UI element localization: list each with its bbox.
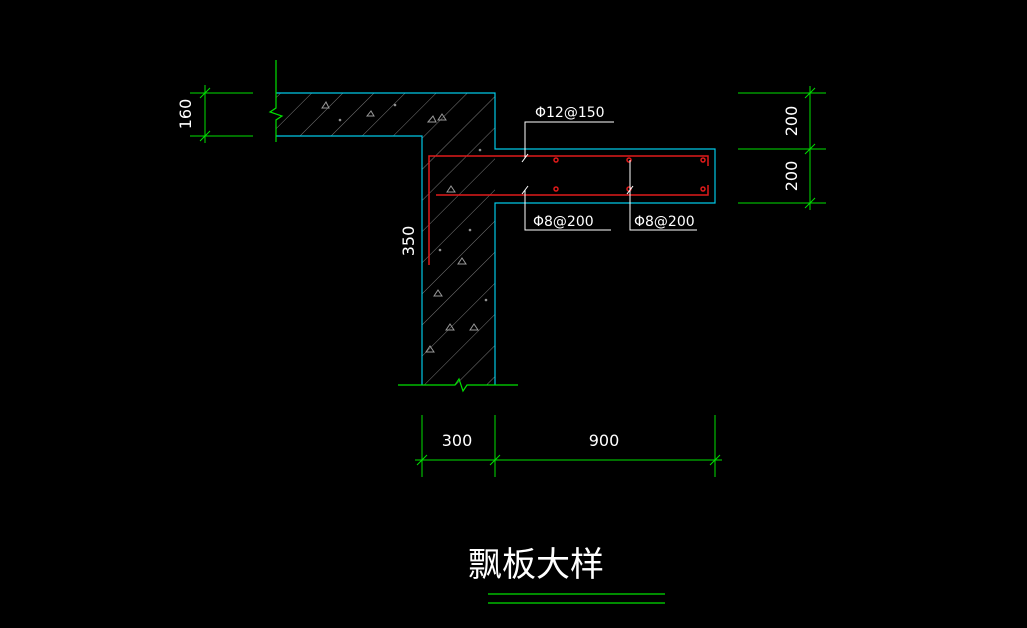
concrete-outline — [276, 92, 716, 385]
concrete-body — [276, 93, 495, 385]
slab-break-line — [268, 60, 284, 142]
rebar-label-bottom-right: Φ8@200 — [634, 214, 695, 230]
aggregate-marks — [321, 101, 488, 353]
distribution-bars — [553, 157, 706, 192]
dimension-lines — [190, 85, 826, 477]
dim-wall-width: 300 — [442, 431, 473, 450]
title-underline — [488, 593, 665, 604]
dim-canopy-length: 900 — [589, 431, 620, 450]
wall-hatch — [422, 93, 495, 385]
rebar-label-top: Φ12@150 — [535, 105, 605, 121]
reinforcement — [428, 155, 709, 265]
rebar-label-bottom-left: Φ8@200 — [533, 214, 594, 230]
slab-hatch — [276, 93, 422, 136]
dim-right-upper: 200 — [782, 106, 801, 137]
top-rebar — [428, 155, 709, 265]
dim-wall-height: 350 — [399, 226, 418, 257]
drawing-title: 飘板大样 — [468, 545, 604, 585]
dim-slab-thickness: 160 — [176, 99, 195, 130]
dim-right-lower: 200 — [782, 161, 801, 192]
wall-base-line — [398, 377, 518, 393]
bottom-rebar — [436, 185, 709, 196]
rebar-leaders — [521, 121, 697, 231]
